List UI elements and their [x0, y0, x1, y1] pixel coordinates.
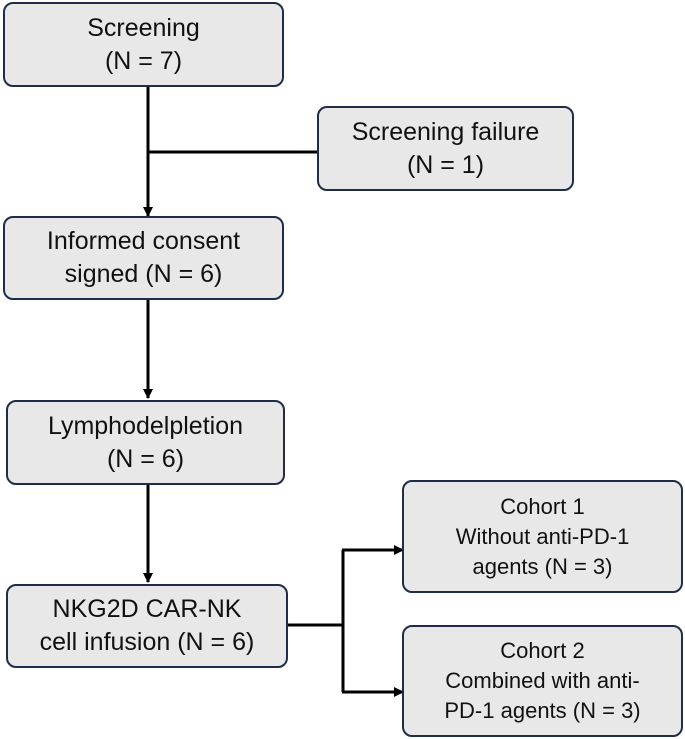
- cohort1-line2: Without anti-PD-1: [455, 523, 630, 549]
- cohort1-title: Cohort 1: [500, 493, 585, 519]
- screening-failure-title: Screening failure: [351, 117, 540, 146]
- cohort2-line3: PD-1 agents (N = 3): [444, 698, 641, 723]
- cohort2-line2: Combined with anti-: [445, 668, 640, 693]
- cohort1-box: Cohort 1 Without anti-PD-1 agents (N = 3…: [402, 480, 683, 593]
- informed-consent-line1: Informed consent: [46, 227, 241, 255]
- screening-failure-count: (N = 1): [406, 150, 485, 179]
- infusion-box: NKG2D CAR-NK cell infusion (N = 6): [6, 584, 288, 668]
- screening-failure-box: Screening failure (N = 1): [317, 106, 574, 191]
- lymphodepletion-count: (N = 6): [106, 444, 185, 473]
- screening-box: Screening (N = 7): [3, 2, 284, 87]
- lymphodepletion-title: Lymphodelpletion: [47, 411, 244, 440]
- lymphodepletion-box: Lymphodelpletion (N = 6): [6, 400, 285, 485]
- cohort2-box: Cohort 2 Combined with anti- PD-1 agents…: [402, 625, 683, 737]
- cohort2-title: Cohort 2: [500, 638, 585, 663]
- informed-consent-box: Informed consent signed (N = 6): [3, 216, 284, 300]
- informed-consent-line2: signed (N = 6): [64, 260, 223, 288]
- screening-count: (N = 7): [104, 46, 183, 75]
- cohort1-line3: agents (N = 3): [472, 553, 613, 579]
- infusion-line2: cell infusion (N = 6): [39, 628, 255, 656]
- screening-title: Screening: [87, 13, 200, 42]
- infusion-line1: NKG2D CAR-NK: [52, 595, 242, 623]
